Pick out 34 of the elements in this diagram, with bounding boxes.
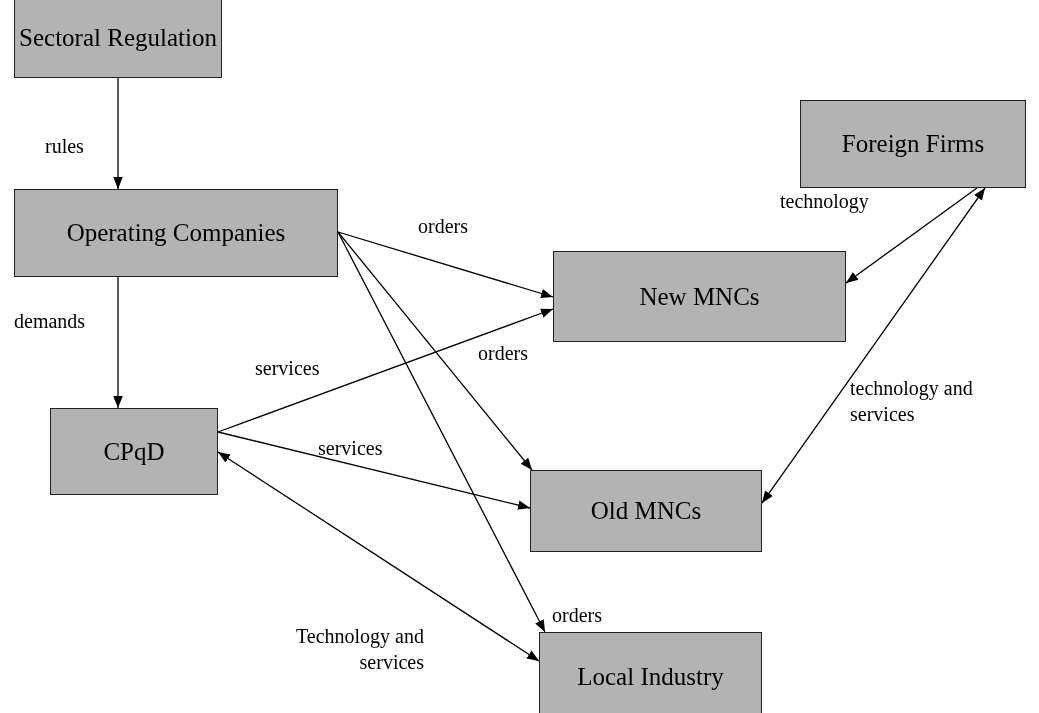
process-box bbox=[800, 100, 1026, 188]
node-label: Foreign Firms bbox=[841, 130, 985, 158]
node-label: Sectoral Regulation bbox=[19, 24, 217, 52]
arrow bbox=[217, 431, 531, 510]
node-label: Old MNCs bbox=[590, 497, 702, 525]
edge-label: services bbox=[255, 356, 320, 381]
edge-label: technology bbox=[780, 189, 869, 214]
edge-label: services bbox=[318, 436, 383, 461]
process-box bbox=[553, 251, 846, 342]
arrow bbox=[337, 231, 554, 299]
edge-label: demands bbox=[14, 309, 86, 334]
process-box bbox=[14, 0, 222, 78]
process-box bbox=[14, 189, 338, 277]
edge-label: rules bbox=[45, 134, 84, 159]
node-label: Operating Companies bbox=[66, 219, 286, 247]
arrow bbox=[761, 187, 986, 504]
edge-label: Technology and services bbox=[295, 624, 424, 675]
edge-label: technology and services bbox=[850, 376, 974, 427]
process-box bbox=[539, 632, 762, 713]
edge-label: orders bbox=[418, 214, 468, 239]
arrow bbox=[337, 231, 533, 471]
edge-label: orders bbox=[478, 341, 528, 366]
node-label: Local Industry bbox=[577, 663, 724, 691]
arrow bbox=[845, 187, 978, 284]
arrow bbox=[113, 77, 123, 190]
node-label: New MNCs bbox=[639, 282, 760, 311]
arrow bbox=[337, 231, 546, 633]
arrow bbox=[217, 451, 540, 662]
arrow bbox=[217, 308, 554, 433]
process-box bbox=[50, 408, 218, 495]
process-box bbox=[530, 470, 762, 552]
edge-label: orders bbox=[552, 603, 602, 628]
arrow bbox=[113, 276, 123, 409]
node-label: CPqD bbox=[103, 437, 165, 466]
